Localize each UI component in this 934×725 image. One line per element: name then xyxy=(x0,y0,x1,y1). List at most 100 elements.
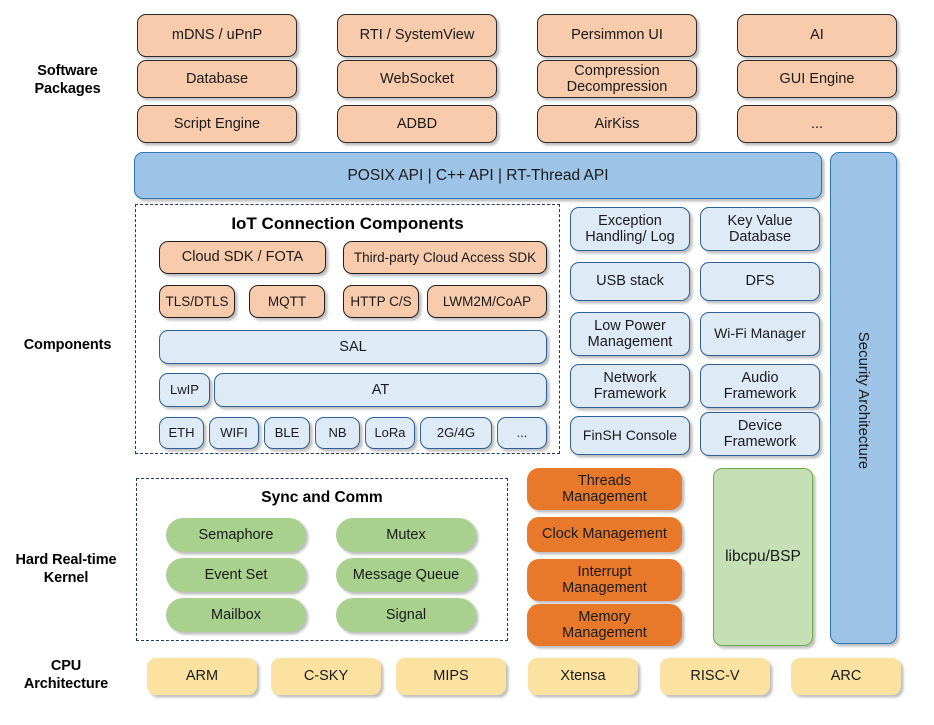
sync-event-set-label: Event Set xyxy=(204,566,268,583)
row-label-cpu-line2: Architecture xyxy=(23,676,109,693)
sync-mutex-label: Mutex xyxy=(386,526,426,543)
iot-sal-label: SAL xyxy=(339,338,367,355)
software-package-more[interactable]: ... xyxy=(737,105,897,143)
iot-mqtt[interactable]: MQTT xyxy=(249,285,325,318)
software-package-mdns-upnp[interactable]: mDNS / uPnP xyxy=(137,14,297,57)
software-package-airkiss[interactable]: AirKiss xyxy=(537,105,697,143)
cpu-arc[interactable]: ARC xyxy=(791,658,901,695)
iot-link-lora-label: LoRa xyxy=(374,424,406,440)
software-package-rti-systemview[interactable]: RTI / SystemView xyxy=(337,14,497,57)
row-label-kernel-line2: Kernel xyxy=(43,570,89,587)
iot-link-more[interactable]: ... xyxy=(497,417,547,449)
software-package-ai-label: AI xyxy=(810,27,824,44)
component-wifi-manager[interactable]: Wi-Fi Manager xyxy=(700,312,820,356)
row-label-kernel-line1: Hard Real-time xyxy=(15,552,117,568)
libcpu-bsp-label: libcpu/BSP xyxy=(725,548,801,566)
cpu-arm-label: ARM xyxy=(185,668,219,685)
software-package-compression-decompression[interactable]: Compression Decompression xyxy=(537,60,697,98)
cpu-mips[interactable]: MIPS xyxy=(396,658,506,695)
kernel-clock-management[interactable]: Clock Management xyxy=(527,517,682,552)
component-dfs[interactable]: DFS xyxy=(700,262,820,301)
iot-link-eth-label: ETH xyxy=(168,424,195,440)
cpu-c-sky[interactable]: C-SKY xyxy=(271,658,381,695)
iot-link-lora[interactable]: LoRa xyxy=(365,417,415,449)
software-package-database-label: Database xyxy=(185,70,249,87)
component-finsh-console[interactable]: FinSH Console xyxy=(570,416,690,455)
kernel-memory-management-line2: Management xyxy=(562,625,647,641)
iot-http-cs[interactable]: HTTP C/S xyxy=(343,285,419,318)
iot-lwip[interactable]: LwIP xyxy=(159,373,210,407)
component-device-framework-line2: Framework xyxy=(723,434,797,450)
row-label-hard-real-time-kernel: Hard Real-time Kernel xyxy=(0,551,132,587)
component-usb-stack[interactable]: USB stack xyxy=(570,262,690,301)
iot-link-ble[interactable]: BLE xyxy=(264,417,310,449)
sync-semaphore[interactable]: Semaphore xyxy=(166,518,306,552)
component-network-framework[interactable]: Network Framework xyxy=(570,364,690,408)
security-architecture-bar[interactable] xyxy=(830,152,897,644)
component-exception-handling-log-line2: Handling/ Log xyxy=(585,229,675,245)
iot-cloud-sdk-fota[interactable]: Cloud SDK / FOTA xyxy=(159,241,326,274)
software-package-ai[interactable]: AI xyxy=(737,14,897,57)
api-bar-label: POSIX API | C++ API | RT-Thread API xyxy=(347,166,609,184)
iot-connection-components-title-text: IoT Connection Components xyxy=(231,214,464,233)
cpu-xtensa[interactable]: Xtensa xyxy=(528,658,638,695)
iot-lwm2m-coap-label: LWM2M/CoAP xyxy=(442,293,532,309)
iot-sal[interactable]: SAL xyxy=(159,330,547,364)
sync-mailbox[interactable]: Mailbox xyxy=(166,598,306,632)
kernel-interrupt-management-line2: Management xyxy=(562,580,647,596)
kernel-interrupt-management[interactable]: Interrupt Management xyxy=(527,559,682,601)
software-package-script-engine-label: Script Engine xyxy=(173,115,261,132)
software-package-database[interactable]: Database xyxy=(137,60,297,98)
iot-link-nb[interactable]: NB xyxy=(315,417,360,449)
security-architecture-text: Security Architecture xyxy=(855,331,872,470)
iot-third-party-cloud-access-sdk[interactable]: Third-party Cloud Access SDK xyxy=(343,241,547,274)
iot-lwm2m-coap[interactable]: LWM2M/CoAP xyxy=(427,285,547,318)
iot-lwip-label: LwIP xyxy=(170,381,199,397)
software-package-websocket[interactable]: WebSocket xyxy=(337,60,497,98)
software-package-rti-systemview-label: RTI / SystemView xyxy=(359,27,475,44)
component-audio-framework[interactable]: Audio Framework xyxy=(700,364,820,408)
row-label-software-packages-line2: Packages xyxy=(34,81,101,98)
software-package-compression-line1: Compression xyxy=(574,62,660,79)
iot-link-wifi[interactable]: WIFI xyxy=(209,417,259,449)
software-package-websocket-label: WebSocket xyxy=(380,70,454,87)
kernel-threads-management[interactable]: Threads Management xyxy=(527,468,682,510)
iot-link-2g-4g[interactable]: 2G/4G xyxy=(420,417,492,449)
sync-signal[interactable]: Signal xyxy=(336,598,476,632)
component-dfs-label: DFS xyxy=(745,273,775,290)
software-package-script-engine[interactable]: Script Engine xyxy=(137,105,297,143)
component-low-power-management[interactable]: Low Power Management xyxy=(570,312,690,356)
software-package-gui-engine[interactable]: GUI Engine xyxy=(737,60,897,98)
kernel-memory-management[interactable]: Memory Management xyxy=(527,604,682,646)
sync-and-comm-title-text: Sync and Comm xyxy=(261,489,383,506)
software-package-persimmon-ui[interactable]: Persimmon UI xyxy=(537,14,697,57)
iot-link-eth[interactable]: ETH xyxy=(159,417,204,449)
software-package-gui-engine-label: GUI Engine xyxy=(779,70,855,87)
iot-at[interactable]: AT xyxy=(214,373,547,407)
component-usb-stack-label: USB stack xyxy=(596,273,664,290)
sync-semaphore-label: Semaphore xyxy=(198,526,274,543)
iot-link-more-label: ... xyxy=(516,424,528,440)
kernel-threads-management-line2: Management xyxy=(562,489,647,505)
component-device-framework[interactable]: Device Framework xyxy=(700,412,820,456)
api-bar[interactable]: POSIX API | C++ API | RT-Thread API xyxy=(134,152,822,199)
sync-and-comm-frame xyxy=(136,478,508,641)
iot-third-party-cloud-access-sdk-label: Third-party Cloud Access SDK xyxy=(353,249,537,265)
libcpu-bsp[interactable]: libcpu/BSP xyxy=(713,468,813,646)
component-low-power-management-line2: Management xyxy=(587,334,673,350)
sync-message-queue[interactable]: Message Queue xyxy=(336,558,476,592)
component-exception-handling-log[interactable]: Exception Handling/ Log xyxy=(570,207,690,251)
sync-event-set[interactable]: Event Set xyxy=(166,558,306,592)
component-key-value-database-line2: Database xyxy=(728,229,792,245)
sync-mutex[interactable]: Mutex xyxy=(336,518,476,552)
cpu-arm[interactable]: ARM xyxy=(147,658,257,695)
software-package-mdns-upnp-label: mDNS / uPnP xyxy=(171,27,263,44)
software-package-adbd[interactable]: ADBD xyxy=(337,105,497,143)
kernel-memory-management-line1: Memory xyxy=(578,608,631,625)
iot-tls-dtls[interactable]: TLS/DTLS xyxy=(159,285,235,318)
iot-connection-components-frame xyxy=(135,204,560,454)
component-key-value-database[interactable]: Key Value Database xyxy=(700,207,820,251)
cpu-risc-v[interactable]: RISC-V xyxy=(660,658,770,695)
component-wifi-manager-label: Wi-Fi Manager xyxy=(714,325,806,342)
software-package-more-label: ... xyxy=(810,115,824,132)
